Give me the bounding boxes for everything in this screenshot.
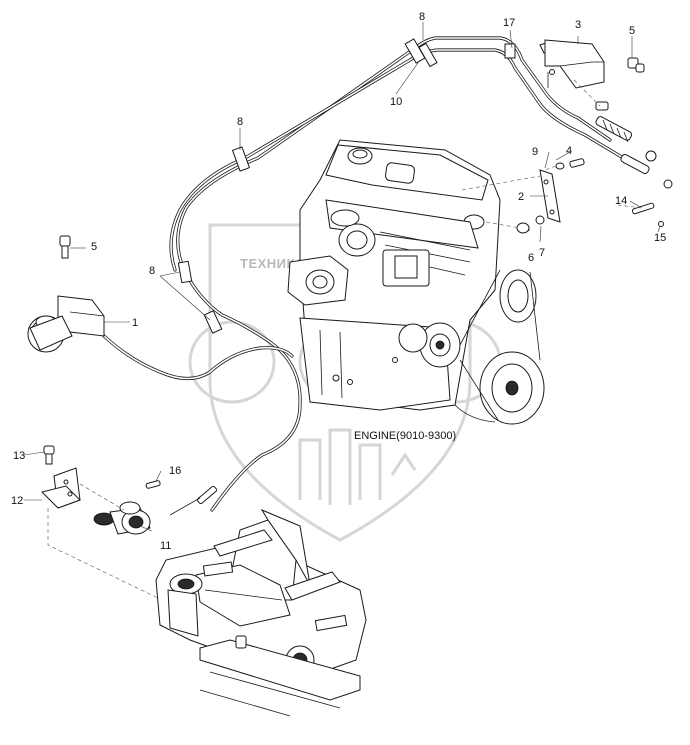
engine-assembly [287,139,545,425]
callout-17: 17 [503,17,515,29]
callout-2: 2 [518,191,524,203]
callout-10: 10 [390,96,402,108]
callout-4: 4 [566,145,572,157]
assembly-lines [47,79,643,599]
bracket-2 [516,158,664,234]
callout-15: 15 [654,232,666,244]
engine-caption: ENGINE(9010-9300) [354,430,456,442]
callout-1: 1 [132,317,138,329]
callout-5-left: 5 [91,241,97,253]
callout-5-top: 5 [629,25,635,37]
hand-throttle-11 [93,480,218,535]
callout-11: 11 [160,540,171,552]
callout-6: 6 [528,252,534,264]
callout-8-top: 8 [419,11,425,23]
callout-8-mid: 8 [237,116,243,128]
callout-3: 3 [575,19,581,31]
callout-13: 13 [13,450,25,462]
bracket-3 [544,39,645,111]
operator-seat [155,508,367,717]
callout-12: 12 [11,495,23,507]
leader-lines [23,22,661,532]
callout-8-left: 8 [149,265,155,277]
callout-7: 7 [539,247,545,259]
bracket-12 [41,445,81,509]
callout-9: 9 [532,146,538,158]
callout-16: 16 [169,465,181,477]
callout-14: 14 [615,195,627,207]
callout-labels: 1 2 3 4 5 5 6 7 8 8 8 9 10 11 12 13 14 1… [11,11,666,552]
cable-clamps [177,38,516,334]
solenoid-1 [27,235,105,353]
